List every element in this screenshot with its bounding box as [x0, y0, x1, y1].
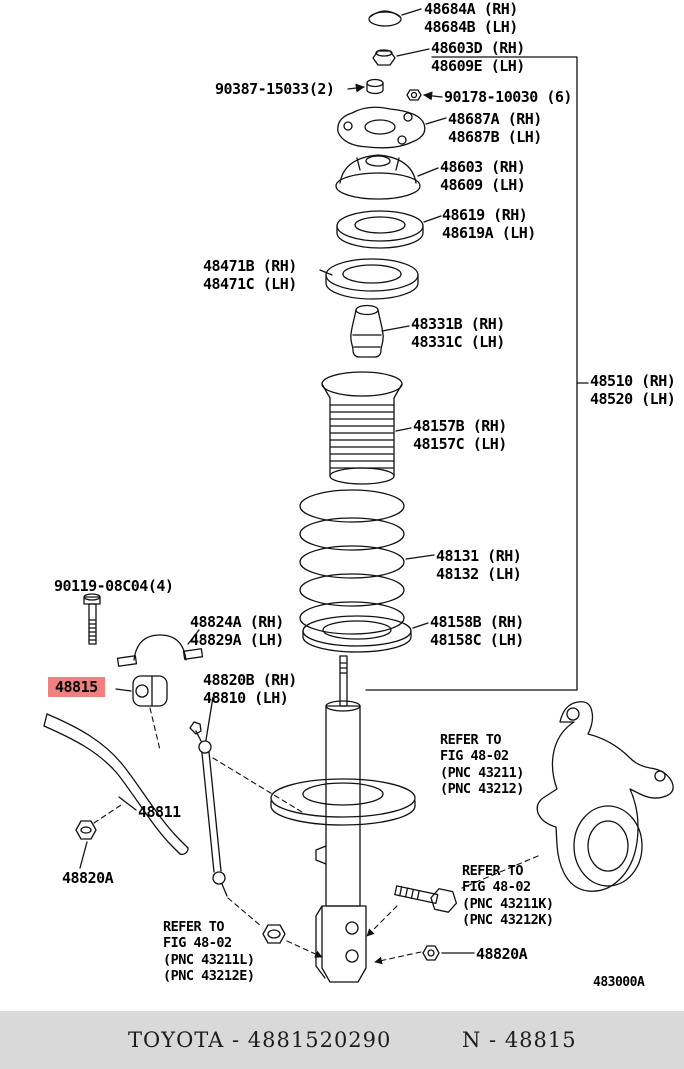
- label-refer-nut: REFER TO FIG 48-02 (PNC 43211L) (PNC 432…: [163, 919, 255, 985]
- label-48158: 48158B (RH) 48158C (LH): [430, 613, 524, 650]
- part-48820b-link: [189, 696, 228, 897]
- part-48820a-bottom-nut: [422, 945, 475, 961]
- label-refer-knuckle: REFER TO FIG 48-02 (PNC 43211) (PNC 4321…: [440, 732, 524, 798]
- part-48824-bracket: [116, 629, 204, 667]
- label-48815-highlighted: 48815: [48, 677, 105, 698]
- part-48158-lower-seat: [302, 615, 429, 653]
- part-48684-cap: [368, 8, 422, 27]
- diagram-code: 483000A: [593, 975, 645, 990]
- part-48471-insulator: [319, 258, 419, 300]
- label-48471: 48471B (RH) 48471C (LH): [203, 257, 297, 294]
- part-48603d-nut: [372, 48, 430, 66]
- part-48131-coil-spring: [299, 489, 435, 635]
- part-48811-stabilizer-bar: [43, 713, 189, 855]
- part-48603-support: [335, 154, 439, 200]
- assembly-dashed-lines: [93, 707, 539, 965]
- label-48603d: 48603D (RH) 48609E (LH): [431, 39, 525, 76]
- part-48687-plate: [337, 106, 447, 149]
- part-90178-nut: [406, 89, 443, 101]
- part-refer-bolt: [394, 885, 458, 913]
- part-48820a-left-nut: [75, 820, 97, 869]
- label-refer-bolt: REFER TO FIG 48-02 (PNC 43211K) (PNC 432…: [462, 863, 554, 929]
- label-48824: 48824A (RH) 48829A (LH): [190, 613, 284, 650]
- label-48619: 48619 (RH) 48619A (LH): [442, 206, 536, 243]
- label-48820b: 48820B (RH) 48810 (LH): [203, 671, 297, 708]
- label-48331: 48331B (RH) 48331C (LH): [411, 315, 505, 352]
- part-48157-dust-boot: [321, 371, 412, 485]
- part-refer-nut: [262, 924, 286, 944]
- label-48687: 48687A (RH) 48687B (LH): [448, 110, 542, 147]
- label-48603: 48603 (RH) 48609 (LH): [440, 158, 526, 195]
- label-90119: 90119-08C04(4): [54, 577, 174, 595]
- part-48619-bearing: [336, 210, 442, 249]
- label-48820a-left: 48820A: [62, 869, 114, 887]
- part-knuckle: [536, 701, 674, 892]
- part-48815-bushing: [115, 675, 168, 707]
- footer-part-number-text: TOYOTA - 4881520290: [128, 1028, 392, 1052]
- part-48331-bump-stopper: [350, 304, 410, 358]
- label-48510: 48510 (RH) 48520 (LH): [590, 372, 676, 409]
- label-48684: 48684A (RH) 48684B (LH): [424, 0, 518, 37]
- footer-n-number-text: N - 48815: [462, 1028, 577, 1052]
- footer-bar: TOYOTA - 4881520290 N - 48815: [0, 1011, 684, 1069]
- part-90119-bolt: [83, 593, 101, 645]
- label-48157: 48157B (RH) 48157C (LH): [413, 417, 507, 454]
- label-48131: 48131 (RH) 48132 (LH): [436, 547, 522, 584]
- part-90387-grommet: [347, 78, 384, 95]
- part-strut-body: [270, 655, 416, 983]
- label-90178: 90178-10030 (6): [444, 88, 572, 106]
- label-48811: 48811: [138, 803, 181, 821]
- label-90387: 90387-15033(2): [215, 80, 335, 98]
- assembly-bracket-48510: [365, 56, 589, 691]
- label-48820a-bottom: 48820A: [476, 945, 528, 963]
